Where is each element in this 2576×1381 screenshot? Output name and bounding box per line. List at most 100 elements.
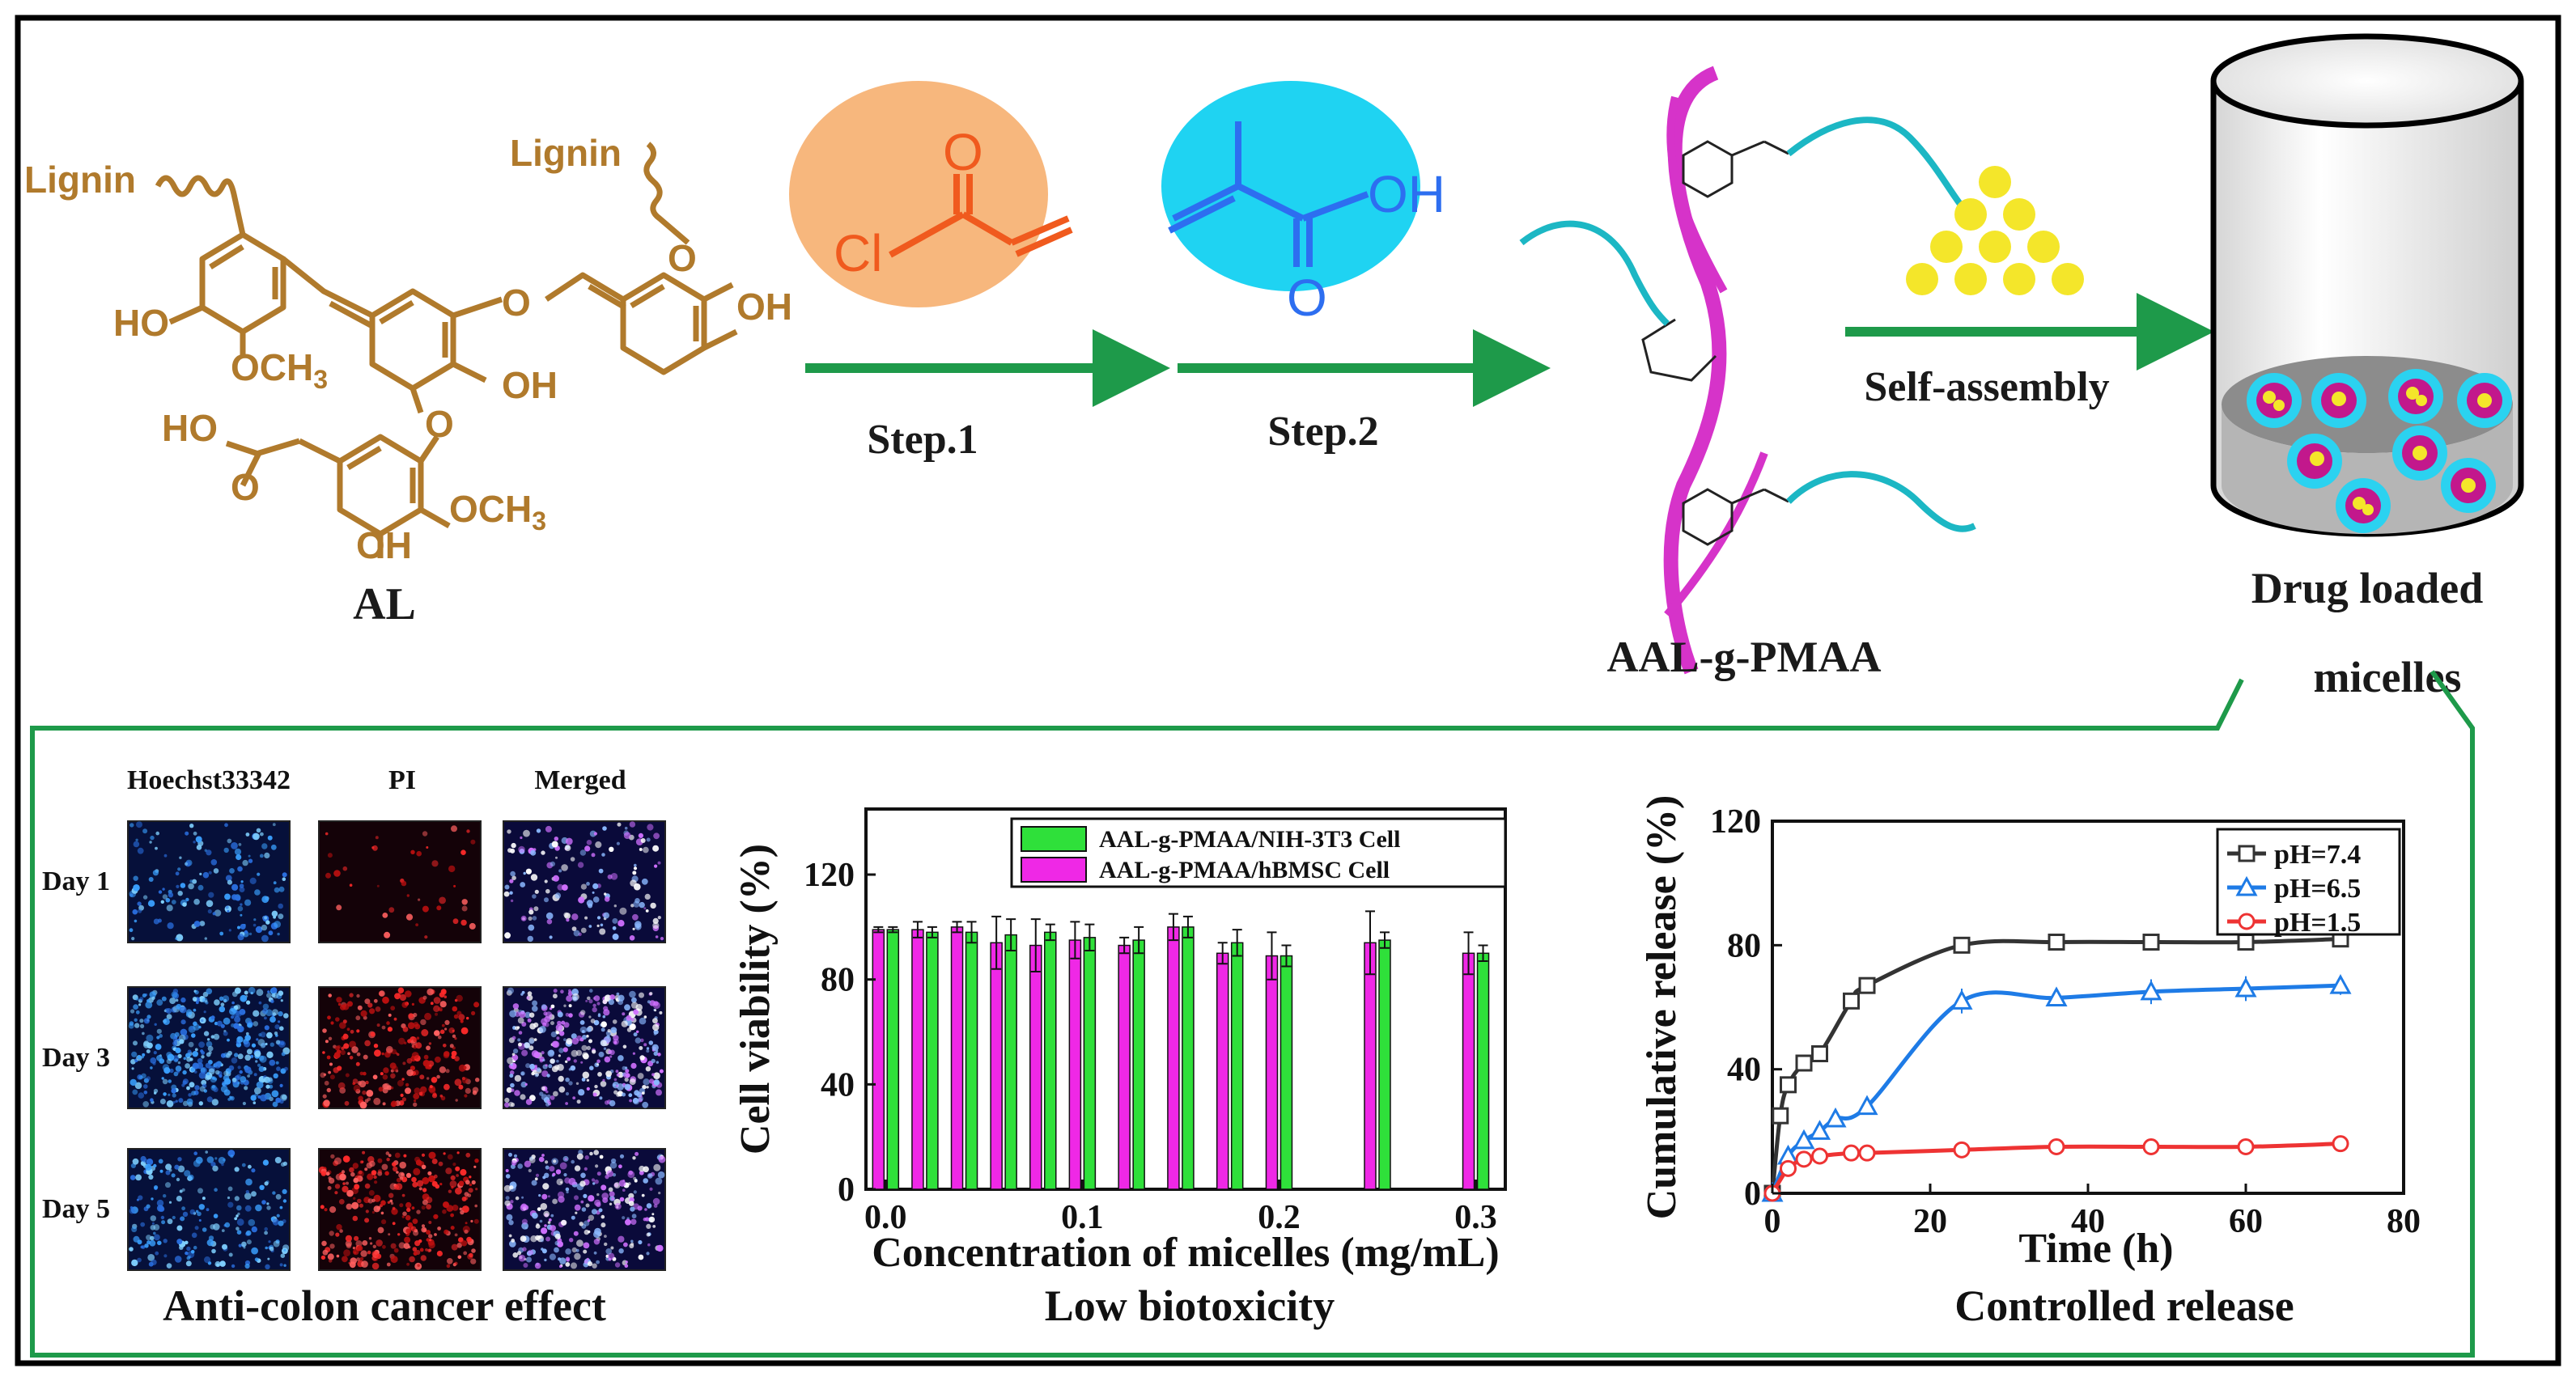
release-point-0-2 [1780, 1076, 1797, 1094]
bar-hbmsc-7 [1167, 926, 1180, 1190]
och3-top-label: OCH3 [231, 346, 328, 394]
cl-atom: Cl [834, 224, 882, 282]
cell-image-pi-day1 [318, 820, 482, 943]
cell-image-pi-day5 [318, 1148, 482, 1271]
release-point-1-9 [2234, 976, 2257, 998]
line-legend: pH=7.4 pH=6.5 pH=1.5 [2216, 828, 2401, 938]
line-xtick-label-3: 60 [2229, 1203, 2263, 1240]
bar-error-0-3 [1006, 918, 1016, 952]
line-ytick-label-2: 80 [1727, 927, 1761, 964]
bar-error-1-11 [1463, 931, 1474, 976]
bar-xtick-label-0: 0.0 [864, 1199, 907, 1236]
bar-error-1-6 [1119, 936, 1130, 955]
legend-marker-1 [2235, 875, 2258, 896]
o-lower-label: O [425, 403, 454, 445]
line-xtick-label-2: 40 [2071, 1203, 2105, 1240]
bar-nih3t3-3 [1004, 934, 1017, 1190]
release-line-1 [1770, 983, 2341, 1194]
release-point-1-7 [2045, 986, 2068, 1006]
bar-nih3t3-1 [926, 931, 939, 1190]
lignin-label-right: Lignin [510, 132, 622, 174]
acid-ho-label: HO [162, 407, 218, 449]
bar-error-0-4 [1045, 923, 1055, 942]
bar-error-0-10 [1380, 931, 1390, 949]
bar-error-0-7 [1182, 915, 1193, 938]
bar-yaxis-label: Cell viability (%) [732, 844, 779, 1154]
bar-error-1-8 [1217, 942, 1228, 965]
och3-bottom-label: OCH3 [449, 488, 546, 536]
release-point-2-4 [1843, 1144, 1860, 1162]
line-ytick-label-0: 0 [1744, 1176, 1761, 1213]
bar-error-0-11 [1478, 944, 1488, 962]
line-xtick-label-1: 20 [1913, 1203, 1947, 1240]
bar-nih3t3-6 [1132, 939, 1145, 1190]
bar-hbmsc-6 [1118, 944, 1131, 1190]
bar-hbmsc-9 [1265, 955, 1279, 1190]
release-point-2-8 [2142, 1138, 2160, 1155]
bar-error-1-9 [1267, 931, 1277, 981]
o-bridge-label: O [502, 282, 531, 324]
bar-error-0-6 [1134, 926, 1144, 955]
drug-loaded-label: Drug loaded [2251, 564, 2484, 612]
legend-label-0: pH=7.4 [2274, 840, 2361, 870]
release-point-1-2 [1793, 1129, 1815, 1150]
release-point-0-5 [1843, 992, 1860, 1010]
bar-legend: AAL-g-PMAA/NIH-3T3 Cell AAL-g-PMAA/hBMSC… [1010, 817, 1507, 888]
release-point-1-4 [1824, 1107, 1847, 1128]
carbonyl-o-atom: O [943, 123, 983, 181]
lignin-label-left: Lignin [24, 159, 136, 201]
bar-hbmsc-0 [872, 929, 885, 1190]
legend-swatch-nih3t3 [1021, 826, 1087, 852]
release-point-0-6 [1858, 976, 1876, 994]
bar-hbmsc-10 [1364, 942, 1377, 1190]
bar-xtick-label-2: 0.2 [1258, 1199, 1301, 1236]
release-point-1-3 [1808, 1120, 1831, 1140]
bar-hbmsc-3 [990, 942, 1003, 1190]
bar-hbmsc-2 [950, 926, 964, 1190]
legend-label-2: pH=1.5 [2274, 908, 2361, 938]
release-point-2-5 [1858, 1144, 1876, 1162]
al-molecule [155, 142, 738, 558]
al-atom-labels: Lignin Lignin HO OCH3 O O OH OH HO O O O… [24, 132, 792, 566]
line-yaxis-label: Cumulative release (%) [1639, 795, 1685, 1220]
release-point-0-8 [2048, 934, 2065, 951]
col-header-pi: PI [388, 765, 416, 795]
legend-marker-2 [2238, 913, 2256, 930]
bar-nih3t3-5 [1083, 937, 1097, 1190]
release-point-0-7 [1953, 936, 1971, 954]
bar-nih3t3-8 [1230, 942, 1244, 1190]
cell-image-merged-day5 [503, 1148, 666, 1271]
release-point-2-9 [2237, 1138, 2255, 1155]
release-point-1-8 [2140, 980, 2162, 1001]
line-ytick-label-3: 120 [1710, 803, 1761, 841]
micelles-label: micelles [2314, 653, 2462, 701]
line-chart-caption: Controlled release [1954, 1281, 2294, 1330]
bar-nih3t3-0 [886, 929, 900, 1190]
bar-hbmsc-4 [1029, 944, 1042, 1190]
results-frame [30, 670, 2475, 1358]
oh-mid-label: OH [502, 364, 558, 406]
bar-error-0-5 [1084, 923, 1095, 952]
bar-error-1-2 [952, 921, 962, 934]
aal-g-pmaa-polymer [1519, 66, 1977, 675]
bar-error-1-4 [1030, 918, 1041, 972]
oh-bottom-label: OH [356, 524, 412, 566]
row-header-day5: Day 5 [42, 1194, 110, 1224]
cell-image-merged-day1 [503, 820, 666, 943]
legend-label-1: pH=6.5 [2274, 874, 2361, 904]
col-header-hoechst: Hoechst33342 [127, 765, 291, 795]
bar-chart-caption: Low biotoxicity [1045, 1281, 1335, 1330]
self-assembly-label: Self-assembly [1864, 364, 2109, 410]
bar-hbmsc-1 [911, 929, 924, 1190]
acid-o-atom: O [1287, 269, 1327, 327]
bar-nih3t3-10 [1378, 939, 1391, 1190]
bar-error-0-2 [966, 921, 977, 944]
bar-xtick-label-3: 0.3 [1454, 1199, 1497, 1236]
row-header-day3: Day 3 [42, 1043, 110, 1073]
release-point-0-1 [1772, 1107, 1789, 1125]
release-point-2-10 [2332, 1135, 2349, 1153]
line-ytick-label-1: 40 [1727, 1052, 1761, 1089]
release-point-2-2 [1795, 1150, 1813, 1168]
bar-hbmsc-11 [1462, 952, 1475, 1190]
